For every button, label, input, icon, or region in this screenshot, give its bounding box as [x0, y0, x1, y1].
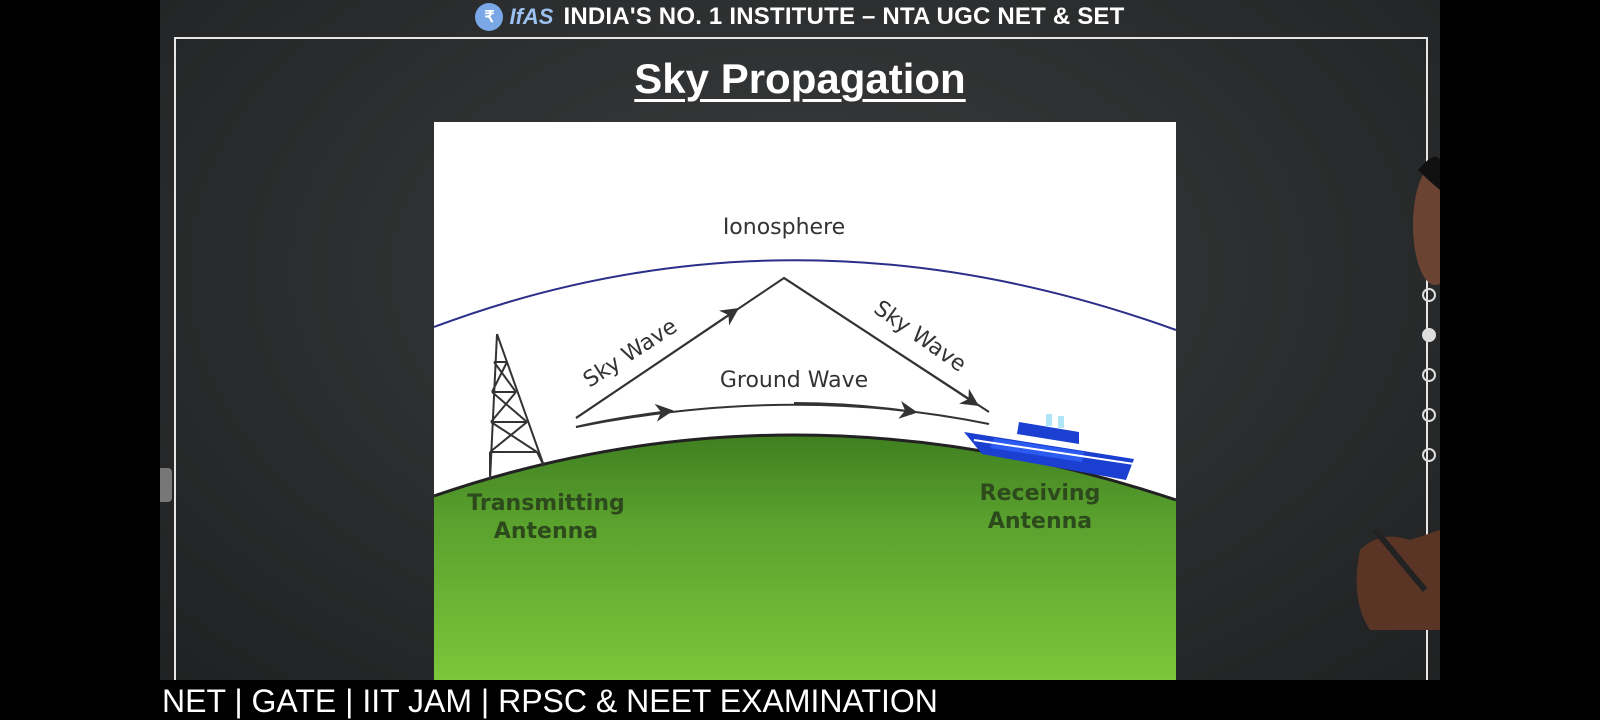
receiving-label-line1: Receiving	[980, 481, 1101, 506]
pointer-tool-icon[interactable]	[1422, 288, 1436, 302]
transmitting-label-line2: Antenna	[494, 519, 598, 544]
ground-wave-arrow-2	[793, 400, 918, 419]
presenter-figure	[1356, 156, 1440, 630]
logo-emblem-icon: ₹	[475, 3, 504, 31]
logo-text: IfAS	[509, 4, 554, 29]
board-frame	[174, 37, 1428, 680]
bottom-ticker: NET | GATE | IIT JAM | RPSC & NEET EXAMI…	[162, 683, 938, 719]
sky-wave-arrow-up	[575, 307, 739, 419]
sky-propagation-diagram: Ionosphere Sky Wave Sky Wave Ground Wave…	[434, 122, 1176, 680]
shape-tool-icon[interactable]	[1422, 368, 1436, 382]
ground-area	[434, 434, 1176, 680]
ionosphere-line	[434, 259, 1176, 331]
ground-wave-arrow-1	[575, 403, 674, 428]
more-tool-icon[interactable]	[1422, 408, 1436, 422]
ifas-logo: ₹ IfAS	[475, 3, 553, 31]
slide-title: Sky Propagation	[634, 55, 966, 102]
receiving-label-line2: Antenna	[988, 509, 1092, 534]
transmitting-label-line1: Transmitting	[467, 491, 625, 516]
header-title: INDIA'S NO. 1 INSTITUTE – NTA UGC NET & …	[563, 3, 1125, 30]
settings-tool-icon[interactable]	[1422, 448, 1436, 462]
channel-header: ₹ IfAS INDIA'S NO. 1 INSTITUTE – NTA UGC…	[160, 0, 1440, 34]
pen-tool-icon[interactable]	[1422, 328, 1436, 342]
ground-wave-label: Ground Wave	[720, 368, 868, 393]
board-side-toolbar	[1422, 280, 1440, 480]
ionosphere-label: Ionosphere	[723, 215, 845, 240]
side-panel-handle[interactable]	[160, 468, 172, 502]
ship-icon	[964, 414, 1135, 480]
sky-wave-arrow-down	[783, 277, 980, 406]
transmitting-tower	[489, 333, 545, 481]
video-frame: ₹ IfAS INDIA'S NO. 1 INSTITUTE – NTA UGC…	[160, 0, 1440, 680]
